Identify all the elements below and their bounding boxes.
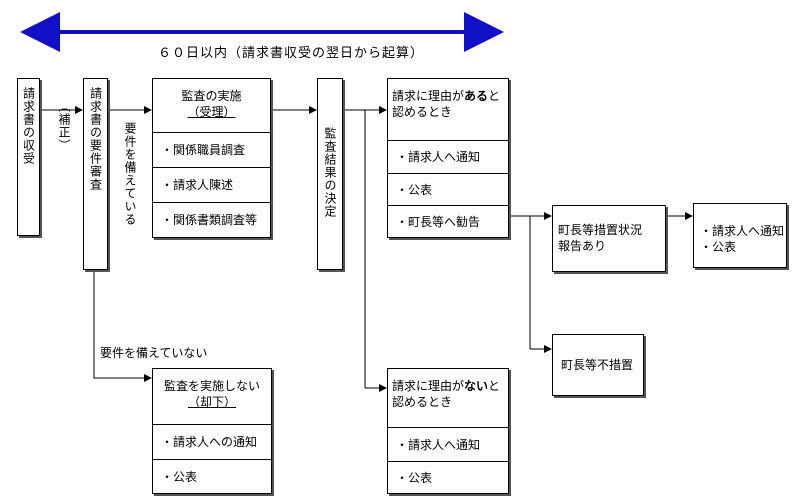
reason-no-line2: 認めるとき <box>392 395 453 409</box>
list-item: ・公表 <box>700 240 737 254</box>
list-item: ・請求人へ通知 <box>388 141 508 174</box>
receipt-box: 請求書の収受 <box>17 78 40 236</box>
no-audit-subtitle: （却下） <box>187 395 236 409</box>
list-item: ・公表 <box>396 470 433 485</box>
reason-yes-header: 請求に理由があると 認めるとき <box>388 79 508 141</box>
measures-report-box: 町長等措置状況 報告あり <box>552 205 666 272</box>
no-measures-box: 町長等不措置 <box>552 334 644 396</box>
reason-yes-emphasis: ある <box>464 89 489 103</box>
audit-box-header: 監査の実施 （受理） <box>153 79 270 133</box>
list-item: ・関係書類調査等 <box>161 213 258 227</box>
list-item: ・公表 <box>161 469 198 484</box>
reason-yes-line2: 認めるとき <box>392 105 453 119</box>
list-item: ・請求人への通知 <box>153 425 271 460</box>
audit-subtitle: （受理） <box>187 105 236 119</box>
correction-label: （補正） <box>57 100 71 152</box>
reason-yes-line1-pre: 請求に理由が <box>392 89 465 103</box>
list-item: ・請求人へ通知 <box>388 428 508 462</box>
reason-no-line1-pre: 請求に理由が <box>392 379 465 393</box>
audit-box: 監査の実施 （受理） ・関係職員調査 ・請求人陳述 ・関係書類調査等 <box>152 78 271 238</box>
review-box: 請求書の要件審査 <box>83 78 108 270</box>
no-audit-box-header: 監査を実施しない （却下） <box>153 369 271 425</box>
list-item: ・公表 <box>388 174 508 206</box>
receipt-box-text: 請求書の収受 <box>21 87 36 165</box>
no-audit-title: 監査を実施しない <box>163 379 260 393</box>
decision-box: 監査結果の決定 <box>317 78 343 270</box>
no-audit-box: 監査を実施しない （却下） ・請求人への通知 ・公表 <box>152 368 272 494</box>
measures-report-line1: 町長等措置状況 <box>558 223 643 237</box>
reason-no-header: 請求に理由がないと 認めるとき <box>388 369 508 428</box>
reason-yes-line1-post: と <box>488 89 501 103</box>
requirements-met-label: 要件を備えている <box>123 122 137 226</box>
list-item: ・町長等へ勧告 <box>396 214 481 229</box>
period-label: ６０日以内（請求書収受の翌日から起算） <box>158 46 425 61</box>
review-box-text: 請求書の要件審査 <box>88 87 103 191</box>
reason-no-line1-post: と <box>488 379 501 393</box>
reason-no-box: 請求に理由がないと 認めるとき ・請求人へ通知 ・公表 <box>387 368 509 494</box>
reason-no-emphasis: ない <box>464 379 489 393</box>
final-box: ・請求人へ通知 ・公表 <box>693 203 787 268</box>
decision-box-text: 監査結果の決定 <box>323 127 337 218</box>
arrow-review-to-no-audit <box>93 270 152 382</box>
list-item: ・関係職員調査 <box>153 133 270 168</box>
list-item: ・請求人陳述 <box>153 168 270 203</box>
reason-yes-box: 請求に理由があると 認めるとき ・請求人へ通知 ・公表 ・町長等へ勧告 <box>387 78 509 238</box>
measures-report-line2: 報告あり <box>558 239 607 253</box>
requirements-not-met-label: 要件を備えていない <box>100 346 208 360</box>
list-item: ・請求人へ通知 <box>700 224 785 238</box>
audit-title: 監査の実施 <box>181 89 242 103</box>
